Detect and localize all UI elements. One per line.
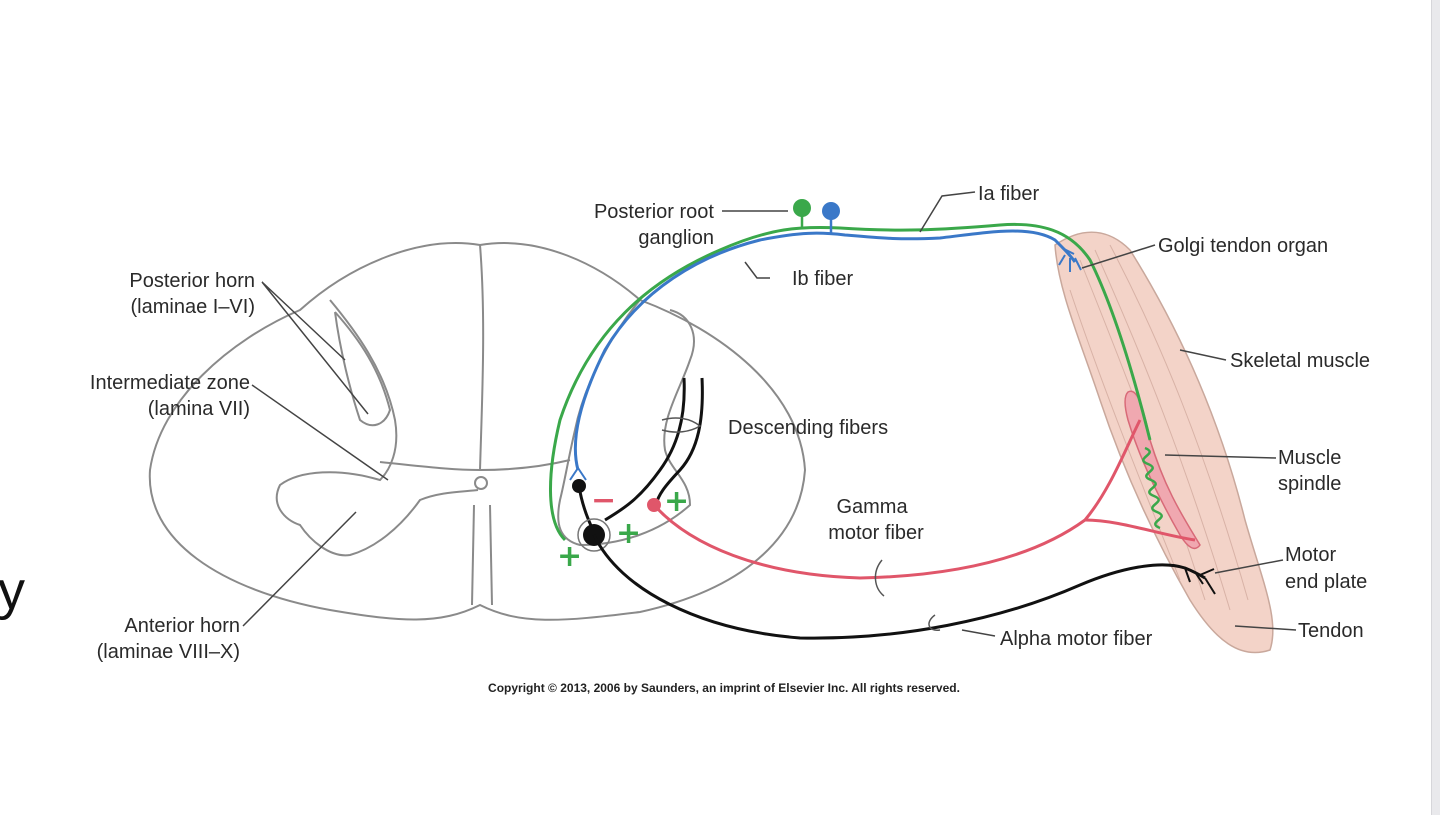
label-intermediate-zone-line2: (lamina VII) — [148, 398, 250, 420]
excitatory-sign-descending: + — [616, 516, 641, 551]
label-tendon: Tendon — [1298, 620, 1364, 642]
label-anterior-horn-line1: Anterior horn — [124, 615, 240, 637]
label-motor-end-plate-line2: end plate — [1285, 571, 1367, 593]
intermediate-band — [379, 459, 571, 472]
golgi-tendon-organ-ending — [1058, 247, 1082, 272]
cropped-text-fragment: y — [0, 561, 25, 621]
label-anterior-horn-line2: (laminae VIII–X) — [97, 641, 240, 663]
grey-matter-left — [275, 299, 479, 557]
label-ib-fiber: Ib fiber — [792, 268, 853, 290]
label-posterior-root-line1: Posterior root — [594, 201, 714, 223]
label-muscle-spindle-line2: spindle — [1278, 473, 1341, 495]
skeletal-muscle — [1054, 231, 1274, 654]
alpha-fiber-brace — [928, 614, 941, 631]
label-skeletal-muscle: Skeletal muscle — [1230, 350, 1370, 372]
posterior-root-ganglion — [793, 199, 840, 234]
label-muscle-spindle-line1: Muscle — [1278, 447, 1341, 469]
label-posterior-horn-line1: Posterior horn — [129, 270, 255, 292]
spinal-cord-section — [148, 242, 807, 621]
diagram-labels: Posterior root ganglion Ia fiber Ib fibe… — [90, 183, 1370, 663]
ib-fiber-path — [573, 229, 1077, 471]
label-golgi-tendon-organ: Golgi tendon organ — [1158, 235, 1328, 257]
alpha-motor-fiber-path — [592, 534, 1206, 640]
ia-ganglion-cell — [793, 199, 811, 217]
motor-end-plate — [1184, 567, 1216, 595]
label-gamma-line1: Gamma — [836, 496, 908, 518]
descending-fiber-1 — [604, 377, 686, 522]
posterior-horn-left-inner — [334, 311, 392, 427]
central-canal — [474, 476, 488, 490]
copyright-notice: Copyright © 2013, 2006 by Saunders, an i… — [488, 681, 960, 695]
ia-fiber-path — [549, 222, 1152, 542]
leader-lines — [242, 191, 1297, 637]
spindle-annulospiral-ending — [1142, 446, 1163, 530]
label-posterior-root-line2: ganglion — [638, 227, 714, 249]
inhibitory-sign: − — [591, 483, 616, 518]
label-intermediate-zone-line1: Intermediate zone — [90, 372, 250, 394]
label-ia-fiber: Ia fiber — [978, 183, 1039, 205]
anterior-median-fissure — [471, 504, 493, 606]
descending-fibers-brace — [661, 417, 702, 433]
gamma-motor-fiber-path — [652, 419, 1142, 580]
excitatory-sign-ia: + — [557, 539, 582, 574]
ib-terminal — [569, 466, 587, 481]
window-right-edge — [1431, 0, 1440, 815]
ib-ganglion-cell — [822, 202, 840, 220]
grey-matter-right — [557, 299, 695, 547]
label-descending-fibers: Descending fibers — [728, 417, 888, 439]
label-gamma-line2: motor fiber — [828, 522, 924, 544]
muscle-belly — [1054, 231, 1274, 654]
label-posterior-horn-line2: (laminae I–VI) — [131, 296, 256, 318]
label-alpha-motor-fiber: Alpha motor fiber — [1000, 628, 1153, 650]
descending-fiber-2 — [654, 377, 704, 506]
alpha-motor-neuron-ring — [577, 518, 611, 552]
posterior-median-sulcus — [479, 244, 485, 471]
gamma-fiber-branch — [1084, 518, 1196, 542]
label-motor-end-plate-line1: Motor — [1285, 544, 1336, 566]
gamma-fiber-brace — [874, 559, 885, 597]
spinal-cord-outline — [148, 242, 807, 621]
excitatory-sign-gamma: + — [664, 484, 689, 519]
